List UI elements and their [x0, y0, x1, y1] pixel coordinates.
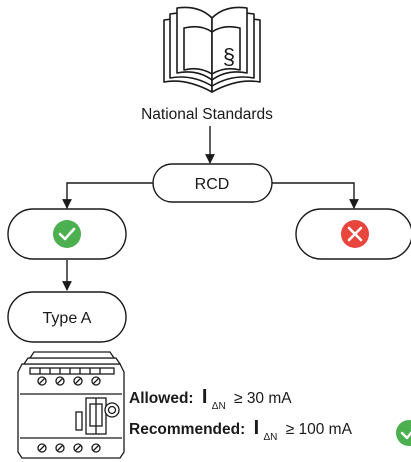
recommended-symbol: I: [254, 417, 260, 439]
check-icon: [53, 220, 81, 248]
recommended-subscript: ΔN: [263, 432, 277, 443]
national-standards-caption: National Standards: [141, 106, 273, 123]
rcd-device-illustration: [17, 351, 125, 459]
recommended-value: ≥ 100 mA: [286, 421, 353, 438]
connector-lines: [62, 126, 359, 291]
allowed-value: ≥ 30 mA: [234, 390, 292, 407]
allowed-symbol: I: [202, 386, 208, 408]
recommended-label: Recommended:: [129, 421, 245, 438]
rcd-node: [152, 163, 273, 203]
cross-icon: [341, 220, 369, 248]
allowed-subscript: ΔN: [212, 401, 226, 412]
allowed-line: Allowed: I ΔN ≥ 30 mA: [129, 386, 292, 413]
open-book-icon: [163, 6, 261, 93]
book-section-symbol: §: [223, 44, 235, 69]
type-a-node: [7, 291, 127, 343]
type-a-label: Type A: [43, 310, 92, 327]
allowed-label: Allowed:: [129, 390, 194, 407]
rcd-label: RCD: [195, 176, 230, 193]
recommended-line: Recommended: I ΔN ≥ 100 mA: [129, 417, 353, 444]
recommended-check-icon: [396, 420, 411, 446]
